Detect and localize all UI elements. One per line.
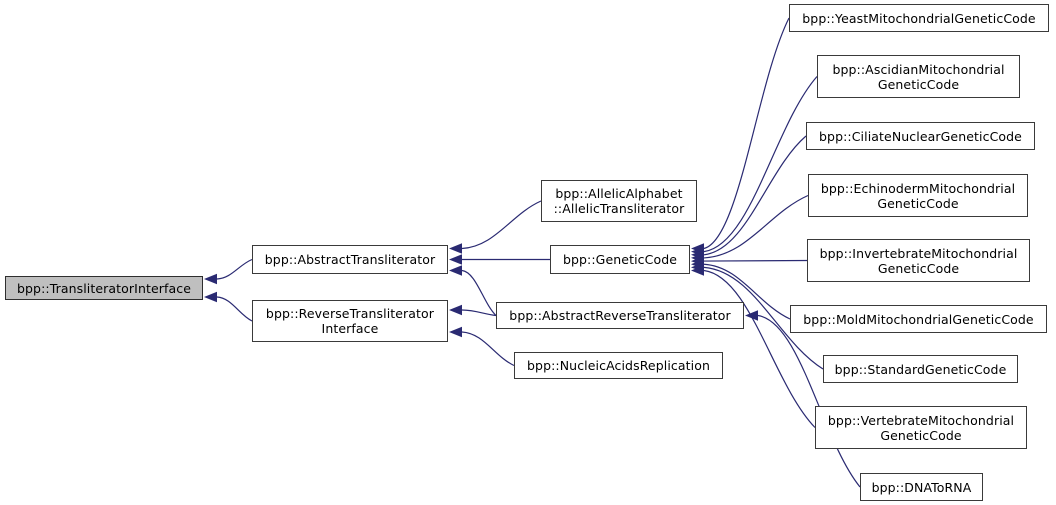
class-node-transliterator-interface[interactable]: bpp::TransliteratorInterface — [5, 276, 203, 300]
inheritance-edge — [703, 259, 808, 262]
inheritance-edge — [703, 17, 790, 250]
inheritance-edge — [703, 263, 791, 320]
inheritance-edge — [703, 135, 807, 256]
class-node-echinoderm-mitochondrial-genetic-code[interactable]: bpp::EchinodermMitochondrial GeneticCode — [808, 174, 1028, 217]
inheritance-arrowhead — [449, 304, 462, 316]
inheritance-edge — [216, 258, 253, 280]
inheritance-edge — [216, 296, 253, 322]
inheritance-edge — [461, 200, 542, 250]
inheritance-arrowhead — [745, 310, 758, 321]
inheritance-arrowhead — [449, 243, 462, 254]
inheritance-edge — [461, 269, 497, 316]
inheritance-edge — [703, 269, 816, 428]
class-node-abstract-reverse-transliterator[interactable]: bpp::AbstractReverseTransliterator — [496, 302, 744, 329]
class-node-genetic-code[interactable]: bpp::GeneticCode — [550, 245, 690, 274]
inheritance-edge — [461, 331, 515, 367]
inheritance-arrowhead — [204, 291, 217, 303]
inheritance-edge — [703, 194, 809, 259]
class-node-mold-mitochondrial-genetic-code[interactable]: bpp::MoldMitochondrialGeneticCode — [790, 305, 1047, 333]
class-node-vertebrate-mitochondrial-genetic-code[interactable]: bpp::VertebrateMitochondrial GeneticCode — [815, 406, 1027, 449]
inheritance-edge — [757, 314, 861, 488]
class-node-ascidian-mitochondrial-genetic-code[interactable]: bpp::AscidianMitochondrial GeneticCode — [817, 55, 1020, 98]
inheritance-edge — [703, 266, 824, 370]
class-node-yeast-mitochondrial-genetic-code[interactable]: bpp::YeastMitochondrialGeneticCode — [789, 4, 1049, 32]
inheritance-arrowhead — [204, 273, 217, 285]
inheritance-edge — [703, 76, 818, 253]
inheritance-arrowhead — [449, 326, 462, 338]
class-node-standard-genetic-code[interactable]: bpp::StandardGeneticCode — [823, 355, 1018, 383]
inheritance-arrowhead — [691, 265, 704, 276]
inheritance-arrowhead — [449, 254, 462, 265]
class-node-nucleic-acids-replication[interactable]: bpp::NucleicAcidsReplication — [514, 352, 723, 379]
inheritance-arrowhead — [449, 265, 462, 276]
class-node-allelic-alphabet-allelic-transliterator[interactable]: bpp::AllelicAlphabet ::AllelicTransliter… — [541, 180, 697, 222]
class-node-ciliate-nuclear-genetic-code[interactable]: bpp::CiliateNuclearGeneticCode — [806, 122, 1035, 150]
class-node-abstract-transliterator[interactable]: bpp::AbstractTransliterator — [252, 245, 448, 274]
class-node-reverse-transliterator-interface[interactable]: bpp::ReverseTransliterator Interface — [252, 300, 448, 342]
class-node-dnatorna[interactable]: bpp::DNAToRNA — [860, 473, 983, 501]
inheritance-edge — [461, 309, 497, 317]
class-node-invertebrate-mitochondrial-genetic-code[interactable]: bpp::InvertebrateMitochondrial GeneticCo… — [807, 239, 1030, 282]
